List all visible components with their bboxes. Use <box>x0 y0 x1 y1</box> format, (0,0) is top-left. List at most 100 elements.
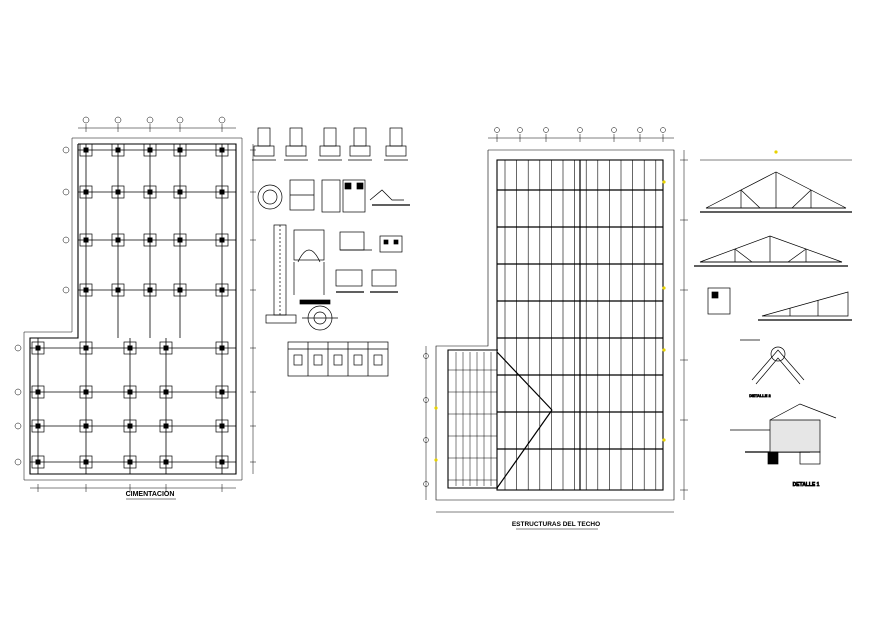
grid-bubble <box>577 127 583 133</box>
footing-column <box>35 345 41 351</box>
footing-column <box>83 287 89 293</box>
footing-column <box>177 189 183 195</box>
footing <box>173 143 187 157</box>
foundation-outline <box>23 137 243 481</box>
footing-column <box>115 147 121 153</box>
footing-column <box>177 237 183 243</box>
accent-mark <box>434 458 438 462</box>
footing-column <box>147 237 153 243</box>
roof-purlins <box>497 189 663 450</box>
footing <box>123 419 137 433</box>
footing-column <box>177 287 183 293</box>
accent-mark <box>434 406 438 410</box>
footing-column <box>35 459 41 465</box>
footing-column <box>115 237 121 243</box>
grid-bubble <box>218 116 226 124</box>
grid-bubble <box>146 116 154 124</box>
footing <box>123 455 137 469</box>
schedule-table <box>287 341 389 377</box>
column-base <box>349 145 371 157</box>
roof-title: ESTRUCTURAS DEL TECHO <box>512 521 600 528</box>
footing <box>215 341 229 355</box>
accent-mark <box>662 438 666 442</box>
footing <box>111 185 125 199</box>
footing-column <box>147 189 153 195</box>
column-base <box>385 145 407 157</box>
footing <box>123 385 137 399</box>
footing-column <box>83 423 89 429</box>
detail-2-title: DETALLE 2 <box>749 393 771 398</box>
footing <box>31 385 45 399</box>
footing <box>215 283 229 297</box>
grid-bubble <box>62 286 70 294</box>
footing <box>111 233 125 247</box>
foundation-dimension-lines <box>14 116 256 492</box>
footing <box>143 233 157 247</box>
grid-bubble <box>660 127 666 133</box>
footing <box>159 419 173 433</box>
column-base <box>319 145 341 157</box>
footing-column <box>83 459 89 465</box>
grid-bubble <box>543 127 549 133</box>
footing <box>143 143 157 157</box>
grid-bubble <box>611 127 617 133</box>
footing <box>31 455 45 469</box>
footing-column <box>219 345 225 351</box>
footing-column <box>147 287 153 293</box>
footing-column <box>127 389 133 395</box>
footing <box>215 143 229 157</box>
beam-details <box>335 231 403 293</box>
grid-bubble <box>14 388 22 396</box>
column-section <box>257 127 271 147</box>
hip-lines <box>496 351 553 489</box>
roof-dimension-lines <box>423 127 688 513</box>
ridge-detail <box>740 339 805 385</box>
footing-column <box>177 147 183 153</box>
grid-bubble <box>423 481 429 487</box>
grid-bubble <box>114 116 122 124</box>
footing <box>79 455 93 469</box>
foundation-title: CIMENTACION <box>126 491 175 498</box>
footing <box>79 385 93 399</box>
footing-column <box>163 423 169 429</box>
eave-detail <box>730 403 837 465</box>
footing-column <box>219 423 225 429</box>
truss-2 <box>694 235 848 267</box>
footing-column <box>115 287 121 293</box>
footing-column <box>35 389 41 395</box>
grid-bubble <box>62 236 70 244</box>
footing-column <box>83 389 89 395</box>
footing <box>173 283 187 297</box>
accent-mark <box>774 150 778 154</box>
grid-bubble <box>82 116 90 124</box>
wall-section-details <box>265 224 338 331</box>
grid-bubble <box>637 127 643 133</box>
roof-rafters <box>504 160 657 490</box>
footing <box>215 185 229 199</box>
grid-bubble <box>517 127 523 133</box>
accent-mark <box>662 180 666 184</box>
accent-mark <box>662 286 666 290</box>
footing-column <box>163 345 169 351</box>
footing <box>79 185 93 199</box>
footing <box>79 419 93 433</box>
column-section <box>389 127 403 147</box>
footing <box>123 341 137 355</box>
footing-details <box>257 179 410 213</box>
footing-column <box>83 237 89 243</box>
truss-1 <box>700 159 852 213</box>
footing <box>31 419 45 433</box>
footing <box>79 283 93 297</box>
footing <box>159 385 173 399</box>
column-base <box>253 145 275 157</box>
footing <box>215 233 229 247</box>
footing <box>143 185 157 199</box>
truss-3-half <box>707 287 852 321</box>
footing-column <box>83 345 89 351</box>
footing-column <box>127 345 133 351</box>
column-sections-row <box>252 127 408 161</box>
foundation-grid <box>30 144 236 474</box>
column-base <box>285 145 307 157</box>
grid-bubble <box>62 188 70 196</box>
